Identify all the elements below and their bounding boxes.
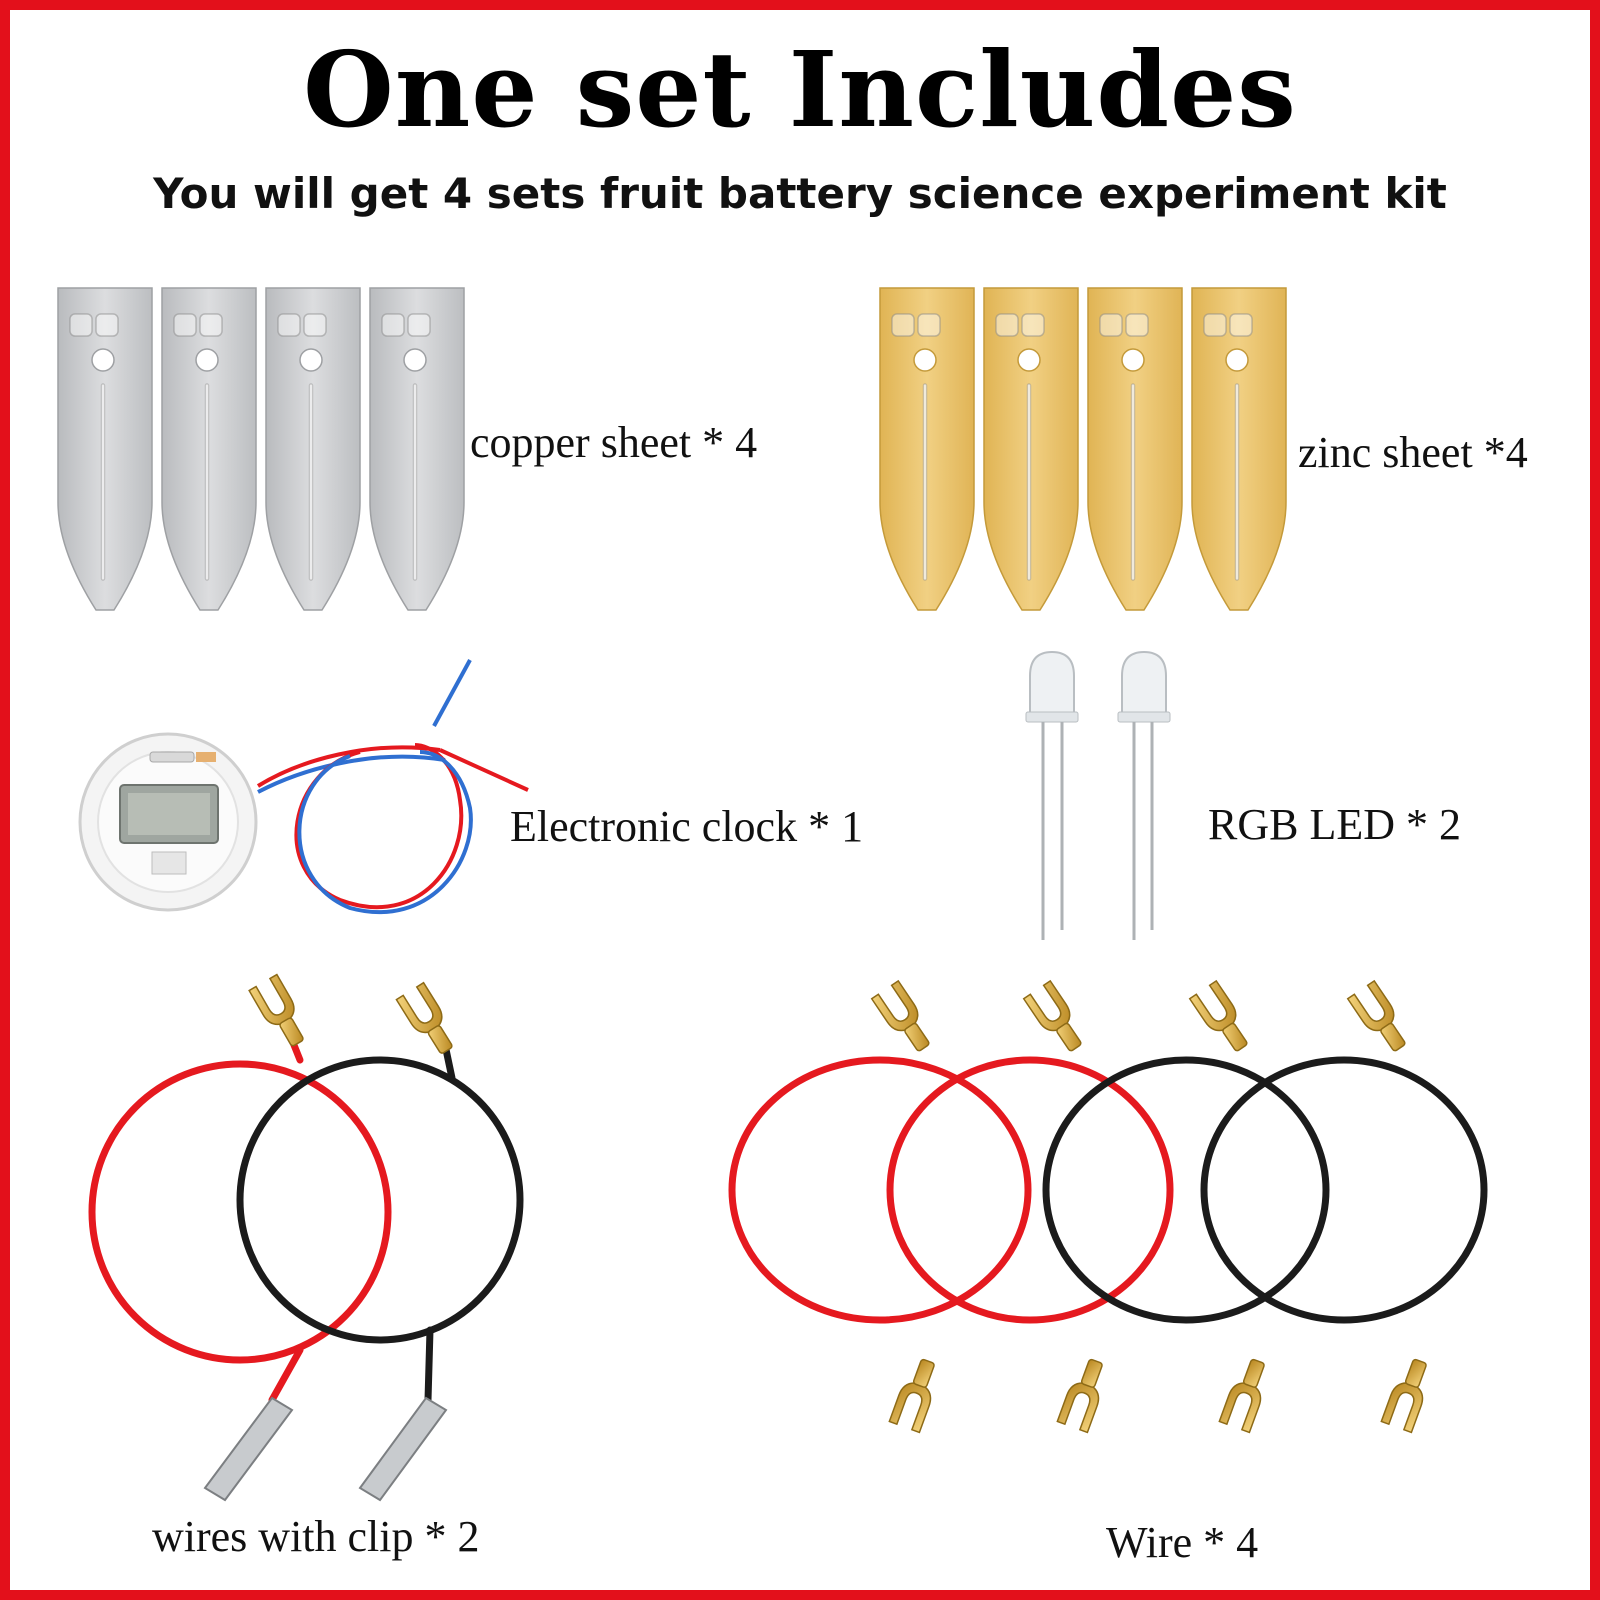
wire-red-2 — [886, 980, 1174, 1434]
rgb-led-2 — [1117, 650, 1171, 940]
electronic-clock-label: Electronic clock * 1 — [510, 802, 864, 851]
wire-label: Wire * 4 — [1106, 1518, 1259, 1567]
copper-sheet-label: copper sheet * 4 — [470, 418, 758, 467]
wires-with-clip-label: wires with clip * 2 — [152, 1512, 480, 1561]
zinc-sheet-3 — [1087, 287, 1183, 611]
rgb-led-label: RGB LED * 2 — [1208, 800, 1461, 849]
wires — [728, 980, 1488, 1434]
wires-with-clip — [88, 973, 524, 1502]
zinc-sheet-label: zinc sheet *4 — [1298, 428, 1528, 477]
red-clip-wire — [88, 973, 392, 1502]
page-subtitle: You will get 4 sets fruit battery scienc… — [153, 169, 1447, 218]
rgb-leds — [1025, 650, 1171, 940]
wire-red-1 — [728, 980, 1032, 1434]
copper-sheet-3 — [265, 287, 361, 611]
copper-sheet-4 — [369, 287, 465, 611]
zinc-sheet-4 — [1191, 287, 1287, 611]
copper-sheets — [57, 287, 465, 611]
electronic-clock — [78, 659, 529, 915]
wire-black-1 — [1042, 980, 1330, 1434]
page-title: One set Includes — [303, 28, 1297, 151]
zinc-sheet-2 — [983, 287, 1079, 611]
wire-black-2 — [1200, 980, 1488, 1434]
copper-sheet-2 — [161, 287, 257, 611]
black-clip-wire — [236, 981, 524, 1502]
zinc-sheets — [879, 287, 1287, 611]
zinc-sheet-1 — [879, 287, 975, 611]
copper-sheet-1 — [57, 287, 153, 611]
rgb-led-1 — [1025, 650, 1079, 940]
